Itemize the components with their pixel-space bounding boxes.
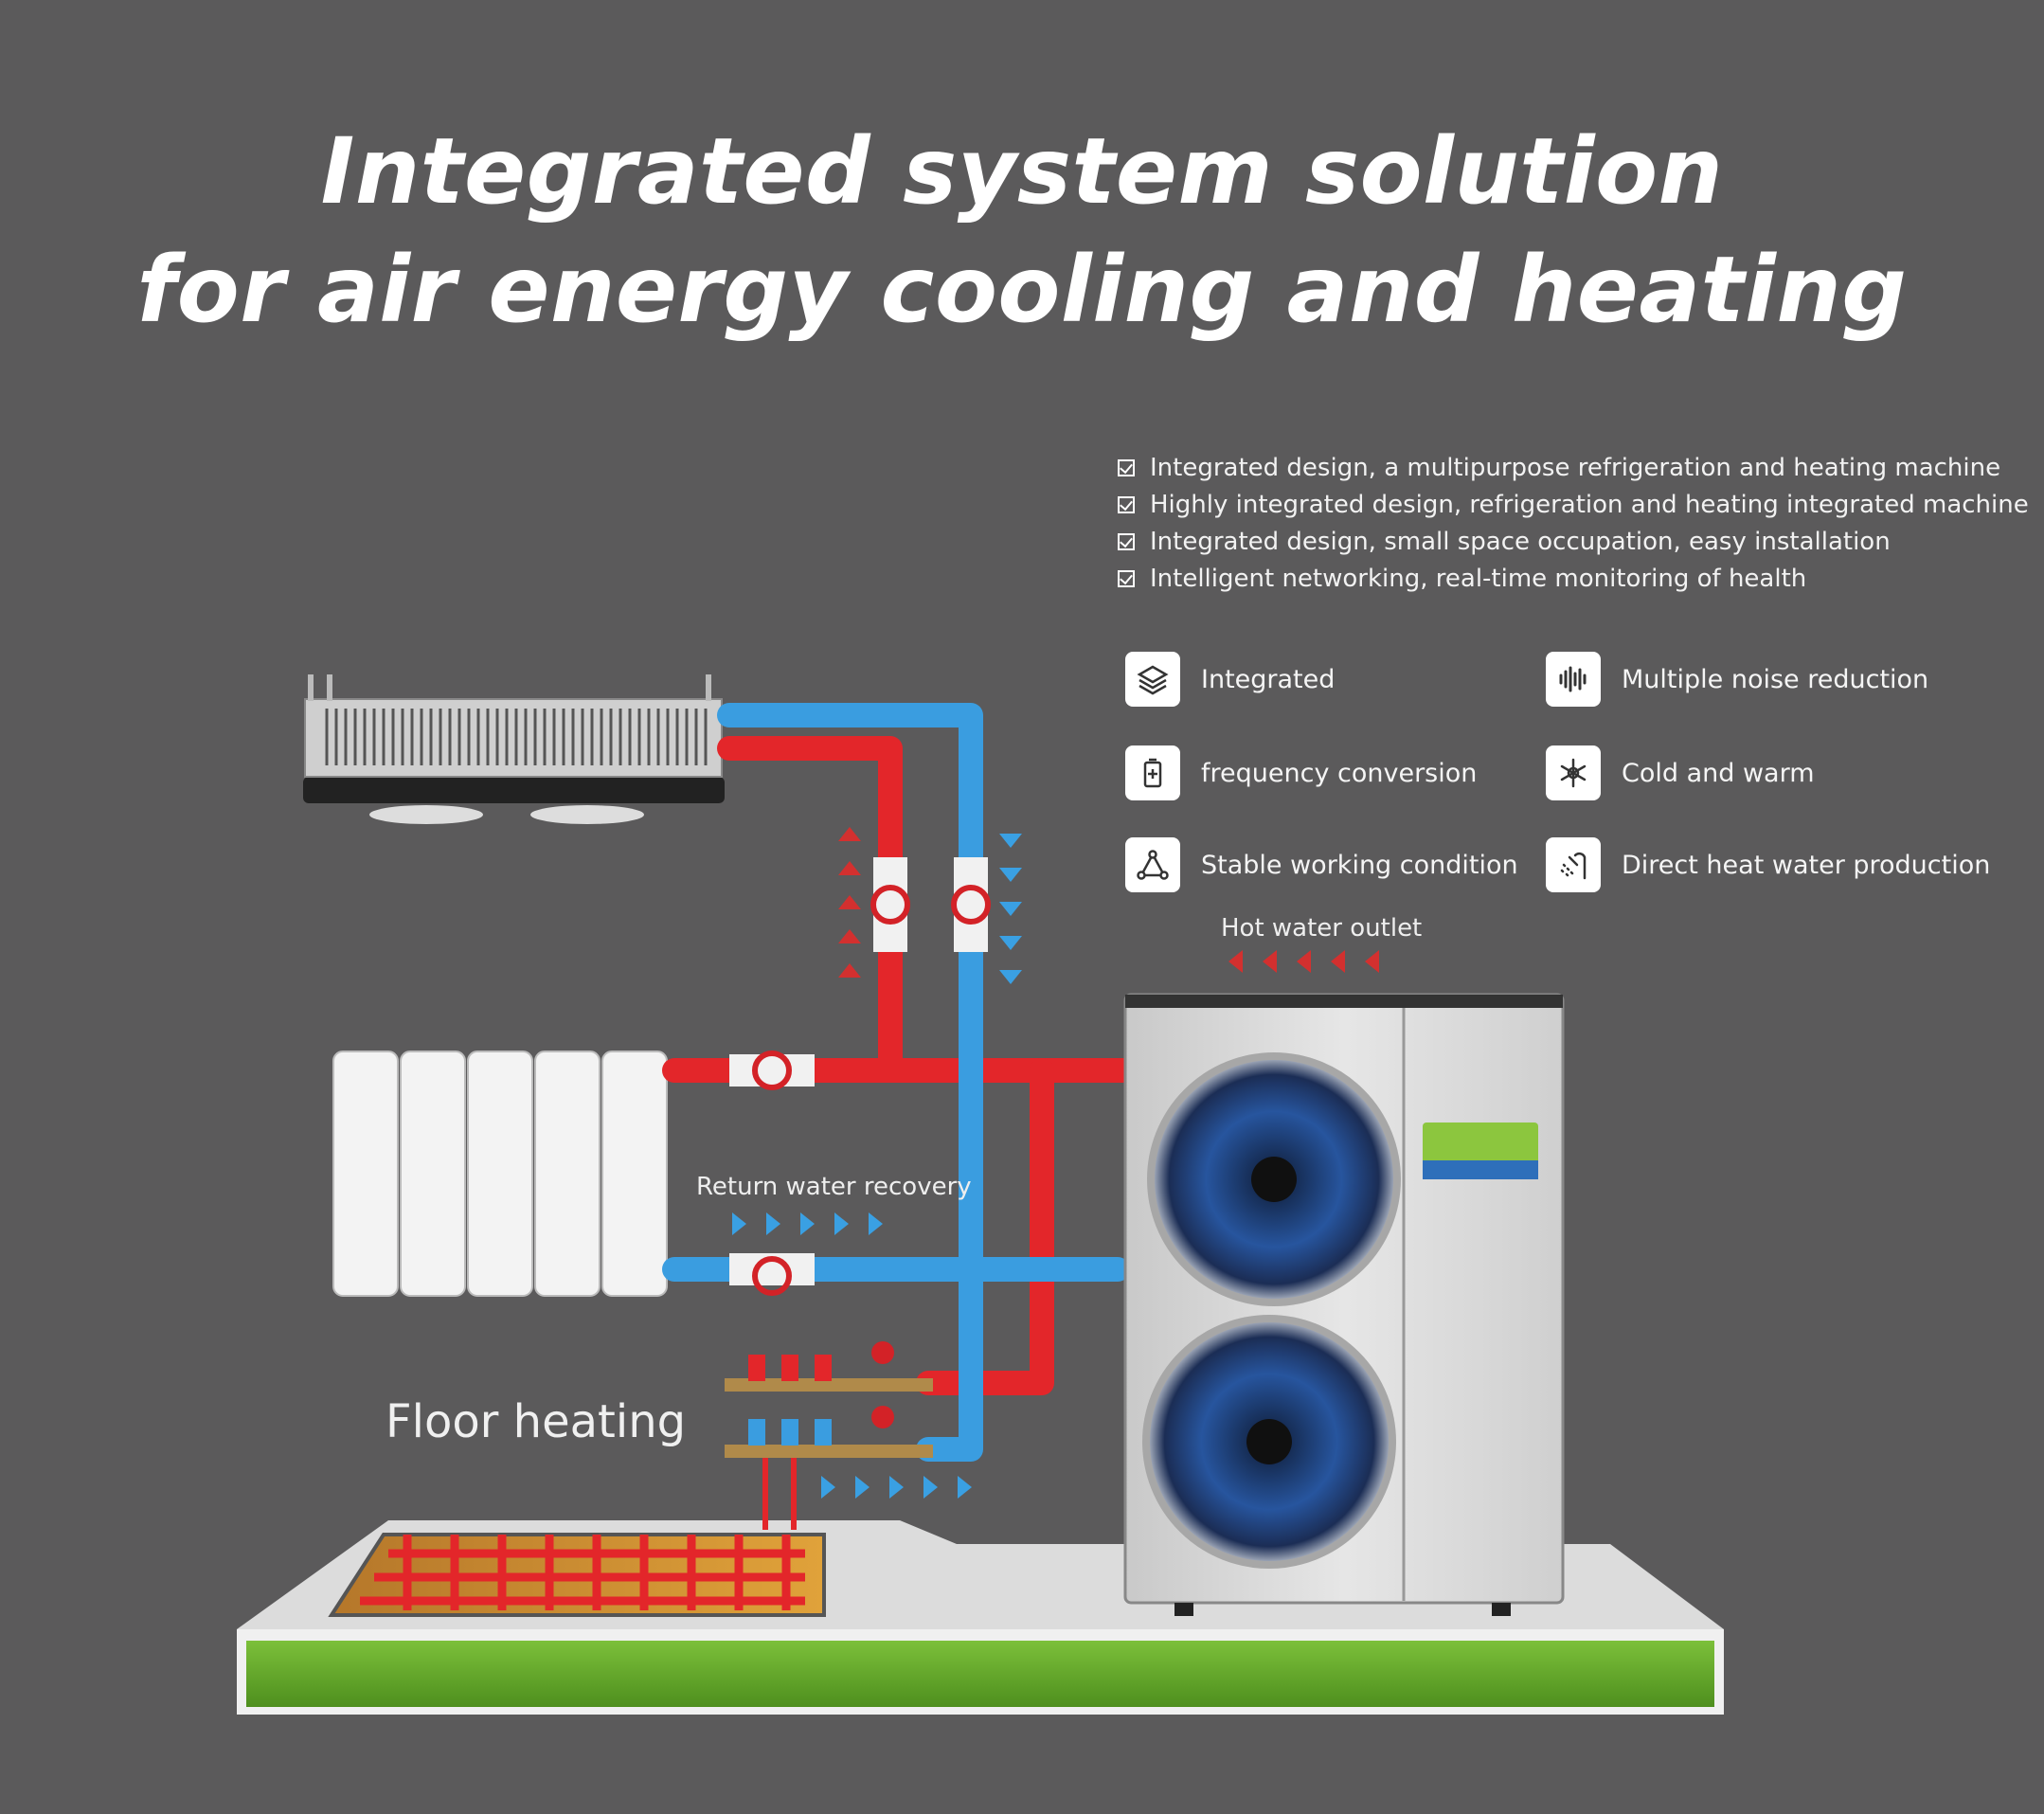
bullet-item: Highly integrated design, refrigeration … bbox=[1118, 486, 2029, 523]
checkbox-icon bbox=[1118, 532, 1135, 550]
fan-coil-unit bbox=[303, 674, 725, 824]
return-water-recovery-label: Return water recovery bbox=[696, 1173, 972, 1201]
battery-icon bbox=[1125, 745, 1180, 800]
sound-wave-icon bbox=[1546, 652, 1601, 707]
feature-stable-working: Stable working condition bbox=[1125, 837, 1518, 892]
checkbox-icon bbox=[1118, 495, 1135, 513]
feature-integrated: Integrated bbox=[1125, 652, 1335, 707]
valves bbox=[729, 857, 991, 1296]
triangle-nodes-icon bbox=[1125, 837, 1180, 892]
heat-pump-unit bbox=[1123, 993, 1565, 1616]
bullet-item: Integrated design, small space occupatio… bbox=[1118, 523, 2029, 560]
title-line-1: Integrated system solution bbox=[320, 118, 1724, 225]
hot-water-outlet-label: Hot water outlet bbox=[1221, 914, 1423, 943]
snowflake-sun-icon bbox=[1546, 745, 1601, 800]
shower-icon bbox=[1546, 837, 1601, 892]
checkbox-icon bbox=[1118, 458, 1135, 476]
feature-direct-heat-water: Direct heat water production bbox=[1546, 837, 1990, 892]
title-line-2: for air energy cooling and heating bbox=[136, 237, 1908, 343]
feature-noise-reduction: Multiple noise reduction bbox=[1546, 652, 1928, 707]
feature-bullets: Integrated design, a multipurpose refrig… bbox=[1118, 449, 2029, 597]
bullet-item: Integrated design, a multipurpose refrig… bbox=[1118, 449, 2029, 486]
floor-heating-label: Floor heating bbox=[385, 1395, 687, 1448]
layers-icon bbox=[1125, 652, 1180, 707]
checkbox-icon bbox=[1118, 569, 1135, 587]
radiator bbox=[332, 1051, 668, 1297]
floor-heating-manifold bbox=[725, 1341, 933, 1530]
feature-cold-and-warm: Cold and warm bbox=[1546, 745, 1815, 800]
flow-arrows bbox=[732, 827, 1379, 1499]
feature-frequency-conversion: frequency conversion bbox=[1125, 745, 1477, 800]
bullet-item: Intelligent networking, real-time monito… bbox=[1118, 560, 2029, 597]
